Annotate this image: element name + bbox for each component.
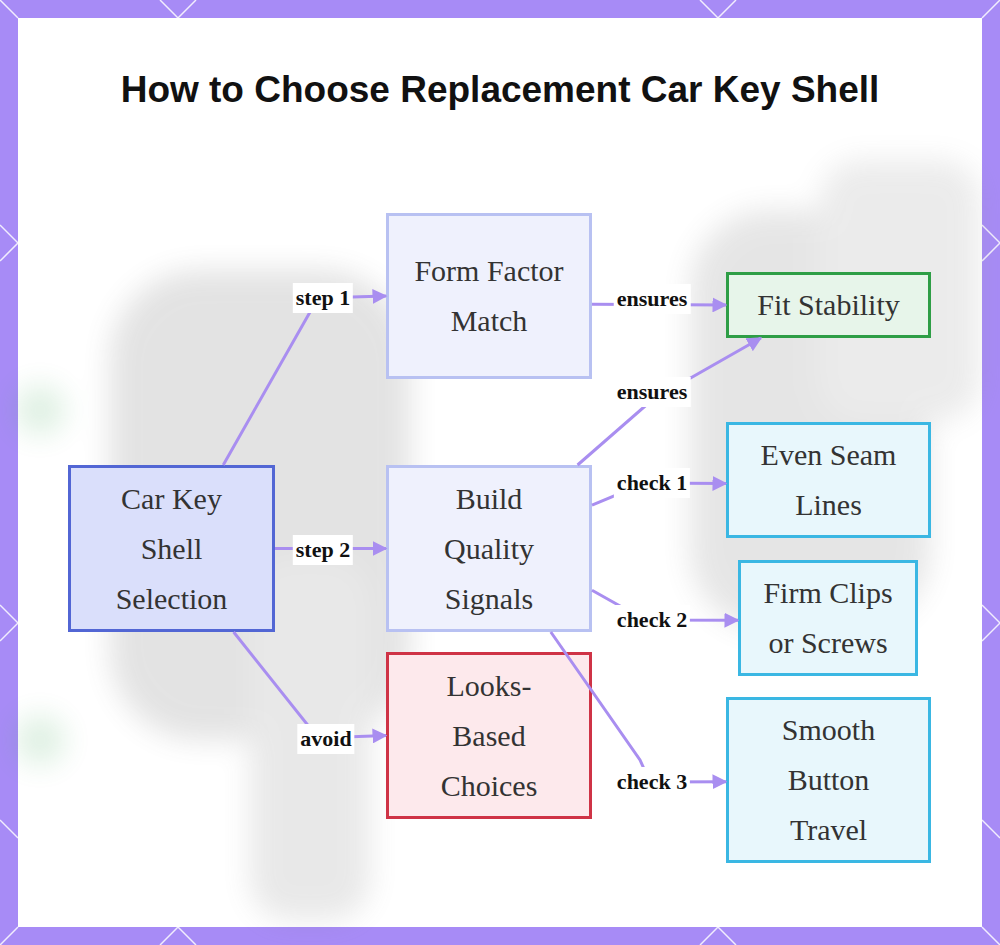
node-label: Car Key Shell Selection [101, 474, 242, 624]
node-label: Build Quality Signals [417, 474, 561, 624]
check-box: Even Seam Lines [726, 422, 931, 538]
check-box: Firm Clips or Screws [738, 560, 918, 676]
edge-label: step 2 [293, 535, 353, 565]
flow-arrow [578, 338, 761, 465]
flow-arrow [592, 483, 726, 505]
inner-panel [18, 18, 982, 927]
node-label: Form Factor Match [407, 246, 571, 346]
avoid-box: Looks-Based Choices [386, 652, 592, 819]
node-label: Even Seam Lines [747, 430, 910, 530]
edge-label: avoid [297, 724, 354, 754]
node-label: Firm Clips or Screws [751, 568, 905, 668]
edge-label: check 2 [614, 605, 690, 635]
edge-label: check 3 [614, 767, 690, 797]
flow-arrow [592, 590, 738, 620]
node-label: Smooth Button Travel [747, 705, 910, 855]
node-label: Fit Stability [757, 280, 900, 330]
check-box: Smooth Button Travel [726, 697, 931, 863]
flow-arrow [551, 632, 726, 782]
edge-label: ensures [614, 284, 691, 314]
edge-label: check 1 [614, 468, 690, 498]
step-box: Build Quality Signals [386, 465, 592, 632]
root-box: Car Key Shell Selection [68, 465, 275, 632]
flow-arrow [234, 632, 386, 738]
flow-arrow [592, 303, 726, 307]
outcome-box: Fit Stability [726, 272, 931, 338]
flow-arrow [275, 547, 386, 550]
flow-arrow [223, 296, 386, 465]
edge-label: step 1 [293, 283, 353, 313]
node-label: Looks-Based Choices [417, 661, 561, 811]
diagram-title: How to Choose Replacement Car Key Shell [110, 68, 890, 112]
edge-label: ensures [614, 377, 691, 407]
step-box: Form Factor Match [386, 213, 592, 379]
blurred-key-photo [15, 160, 980, 920]
